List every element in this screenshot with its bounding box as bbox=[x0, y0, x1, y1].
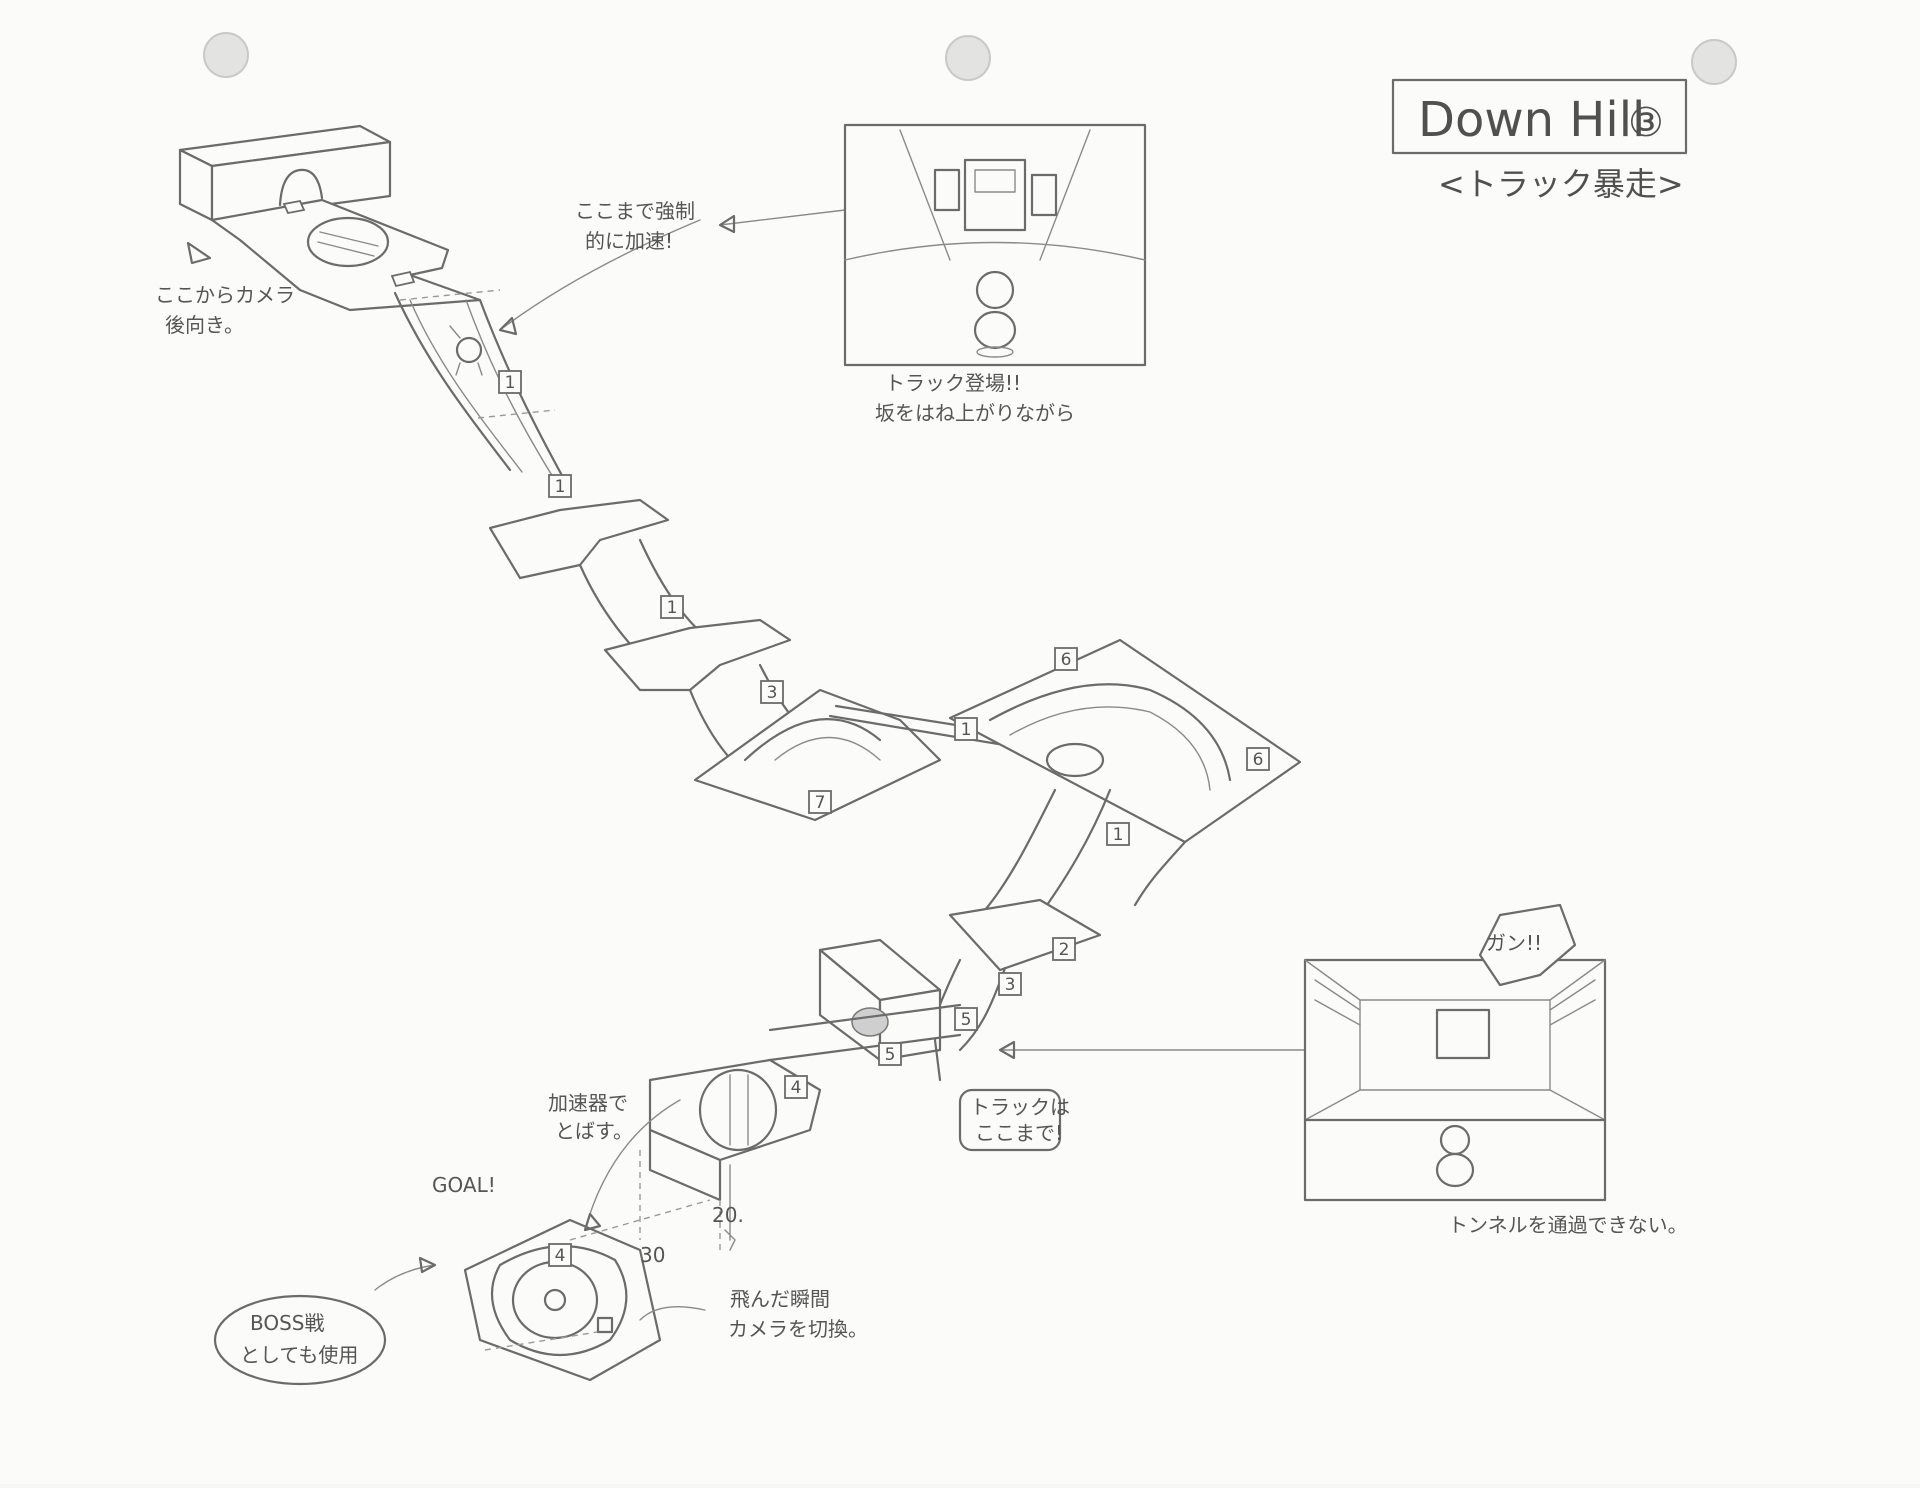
section-marker-6: 1 bbox=[961, 720, 972, 740]
section-marker-12: 5 bbox=[961, 1010, 972, 1030]
section-marker-box bbox=[808, 790, 832, 814]
arrow-icon bbox=[186, 241, 212, 265]
section-marker-box bbox=[1106, 822, 1130, 846]
note-goal: GOAL! bbox=[432, 1173, 496, 1197]
mid-road bbox=[488, 498, 942, 822]
title-number: ③ bbox=[1628, 100, 1664, 146]
section-marker-3: 1 bbox=[667, 598, 678, 618]
note-distance: 30 bbox=[640, 1243, 665, 1267]
section-marker-5: 7 bbox=[815, 793, 826, 813]
section-marker-box bbox=[1054, 647, 1078, 671]
section-marker-8: 6 bbox=[1253, 750, 1264, 770]
boss-bubble bbox=[213, 1294, 387, 1386]
section-marker-box bbox=[784, 1075, 808, 1099]
note-truck-appears-2: 坂をはね上がりながら bbox=[875, 401, 1075, 425]
player-character-icon bbox=[973, 270, 1017, 358]
note-accel-jump-1: 加速器で bbox=[548, 1091, 628, 1115]
section-marker-11: 3 bbox=[1005, 975, 1016, 995]
section-marker-4: 3 bbox=[767, 683, 778, 703]
note-camera-switch-1: 飛んだ瞬間 bbox=[730, 1287, 830, 1311]
note-truck-stops-1: トラックは bbox=[970, 1095, 1070, 1119]
note-boss-2: としても使用 bbox=[240, 1343, 358, 1367]
section-marker-10: 2 bbox=[1059, 940, 1070, 960]
jump-platform bbox=[639, 1058, 822, 1251]
section-marker-box bbox=[1052, 937, 1076, 961]
start-road bbox=[210, 198, 572, 492]
section-marker-box bbox=[548, 474, 572, 498]
note-impact-sfx: ガン!! bbox=[1486, 931, 1542, 955]
note-truck-stops-2: ここまで! bbox=[975, 1121, 1063, 1145]
title-frame bbox=[1391, 78, 1688, 155]
section-marker-box bbox=[954, 717, 978, 741]
section-marker-9: 1 bbox=[1113, 825, 1124, 845]
section-marker-box bbox=[998, 972, 1022, 996]
goal-ring-icon bbox=[511, 1260, 599, 1340]
note-truck-appears-1: トラック登場!! bbox=[885, 371, 1021, 395]
section-marker-box bbox=[660, 595, 684, 619]
loop-section bbox=[948, 638, 1302, 917]
title-subtitle: <トラック暴走> bbox=[1438, 165, 1684, 203]
section-marker-box bbox=[1246, 747, 1270, 771]
inset-truck-chase bbox=[843, 123, 1147, 367]
tunnel-icon bbox=[278, 168, 324, 207]
goal-platform bbox=[463, 1199, 711, 1382]
section-marker-15: 4 bbox=[555, 1246, 566, 1266]
note-height: 20. bbox=[712, 1203, 744, 1227]
section-marker-box bbox=[498, 370, 522, 394]
note-camera-switch-2: カメラを切換。 bbox=[728, 1317, 868, 1341]
note-forced-accel-2: 的に加速! bbox=[585, 229, 673, 253]
title-block: Down Hill ③ <トラック暴走> bbox=[1391, 78, 1688, 203]
section-marker-box bbox=[878, 1042, 902, 1066]
note-forced-accel-1: ここまで強制 bbox=[575, 199, 695, 223]
note-tunnel: トンネルを通過できない。 bbox=[1448, 1213, 1688, 1237]
binder-hole-right bbox=[1691, 39, 1737, 85]
accelerator-pad-icon bbox=[698, 1068, 778, 1152]
note-accel-jump-2: とばす。 bbox=[555, 1119, 633, 1143]
note-boss-1: BOSS戦 bbox=[250, 1311, 325, 1335]
impact-burst bbox=[1478, 903, 1577, 987]
player-character-icon bbox=[455, 336, 483, 376]
truck-icon bbox=[933, 158, 1058, 232]
inset-tunnel bbox=[1303, 903, 1607, 1202]
section-marker-13: 5 bbox=[885, 1045, 896, 1065]
truck-stop-bubble bbox=[958, 1088, 1062, 1152]
player-character-icon bbox=[1435, 1124, 1475, 1188]
start-tunnel bbox=[178, 124, 392, 222]
section-marker-box bbox=[548, 1243, 572, 1267]
note-camera-behind-2: 後向き。 bbox=[165, 313, 244, 337]
binder-hole-center bbox=[945, 35, 991, 81]
section-marker-14: 4 bbox=[791, 1078, 802, 1098]
lower-road bbox=[768, 898, 1102, 1082]
title-main: Down Hill bbox=[1418, 92, 1645, 148]
note-camera-behind-1: ここからカメラ bbox=[155, 283, 295, 307]
truck-icon bbox=[1435, 1008, 1491, 1060]
section-marker-box bbox=[954, 1007, 978, 1031]
section-marker-box bbox=[760, 680, 784, 704]
binder-hole-left bbox=[203, 32, 249, 78]
section-marker-7: 6 bbox=[1061, 650, 1072, 670]
section-marker-2: 1 bbox=[555, 477, 566, 497]
section-marker-1: 1 bbox=[505, 373, 516, 393]
